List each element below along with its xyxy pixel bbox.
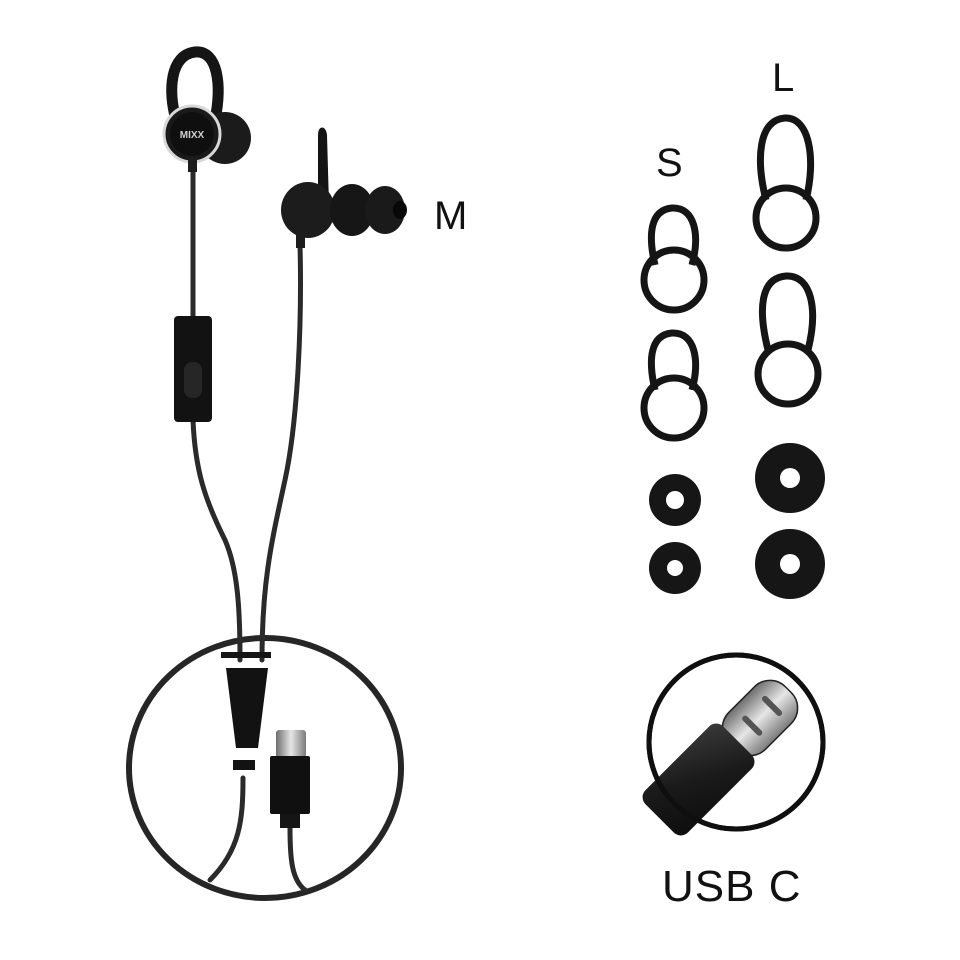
right-cable [259,242,308,893]
ear-hook-large-2 [754,272,822,408]
ear-hook-small-2 [640,329,708,442]
right-earbud [281,127,407,248]
usb-c-callout [642,652,826,836]
left-earbud: MIXX [162,46,251,172]
cable-coil [126,635,404,901]
ear-tip-small-2 [649,542,701,594]
ear-hook-large-1 [752,114,820,252]
left-cable [190,165,246,883]
ear-tip-large-1 [755,443,825,513]
usb-c-plug [270,730,310,828]
ear-tip-small-1 [649,474,701,526]
ear-hook-small-1 [640,204,708,314]
inline-remote [174,316,212,422]
cable-splitter [221,652,271,770]
brand-logo: MIXX [180,130,205,141]
usb-c-label: USB C [662,862,802,911]
large-size-label: L [772,56,795,100]
ear-tip-large-2 [755,529,825,599]
earbud-size-label: M [434,194,468,238]
small-size-label: S [656,141,683,185]
